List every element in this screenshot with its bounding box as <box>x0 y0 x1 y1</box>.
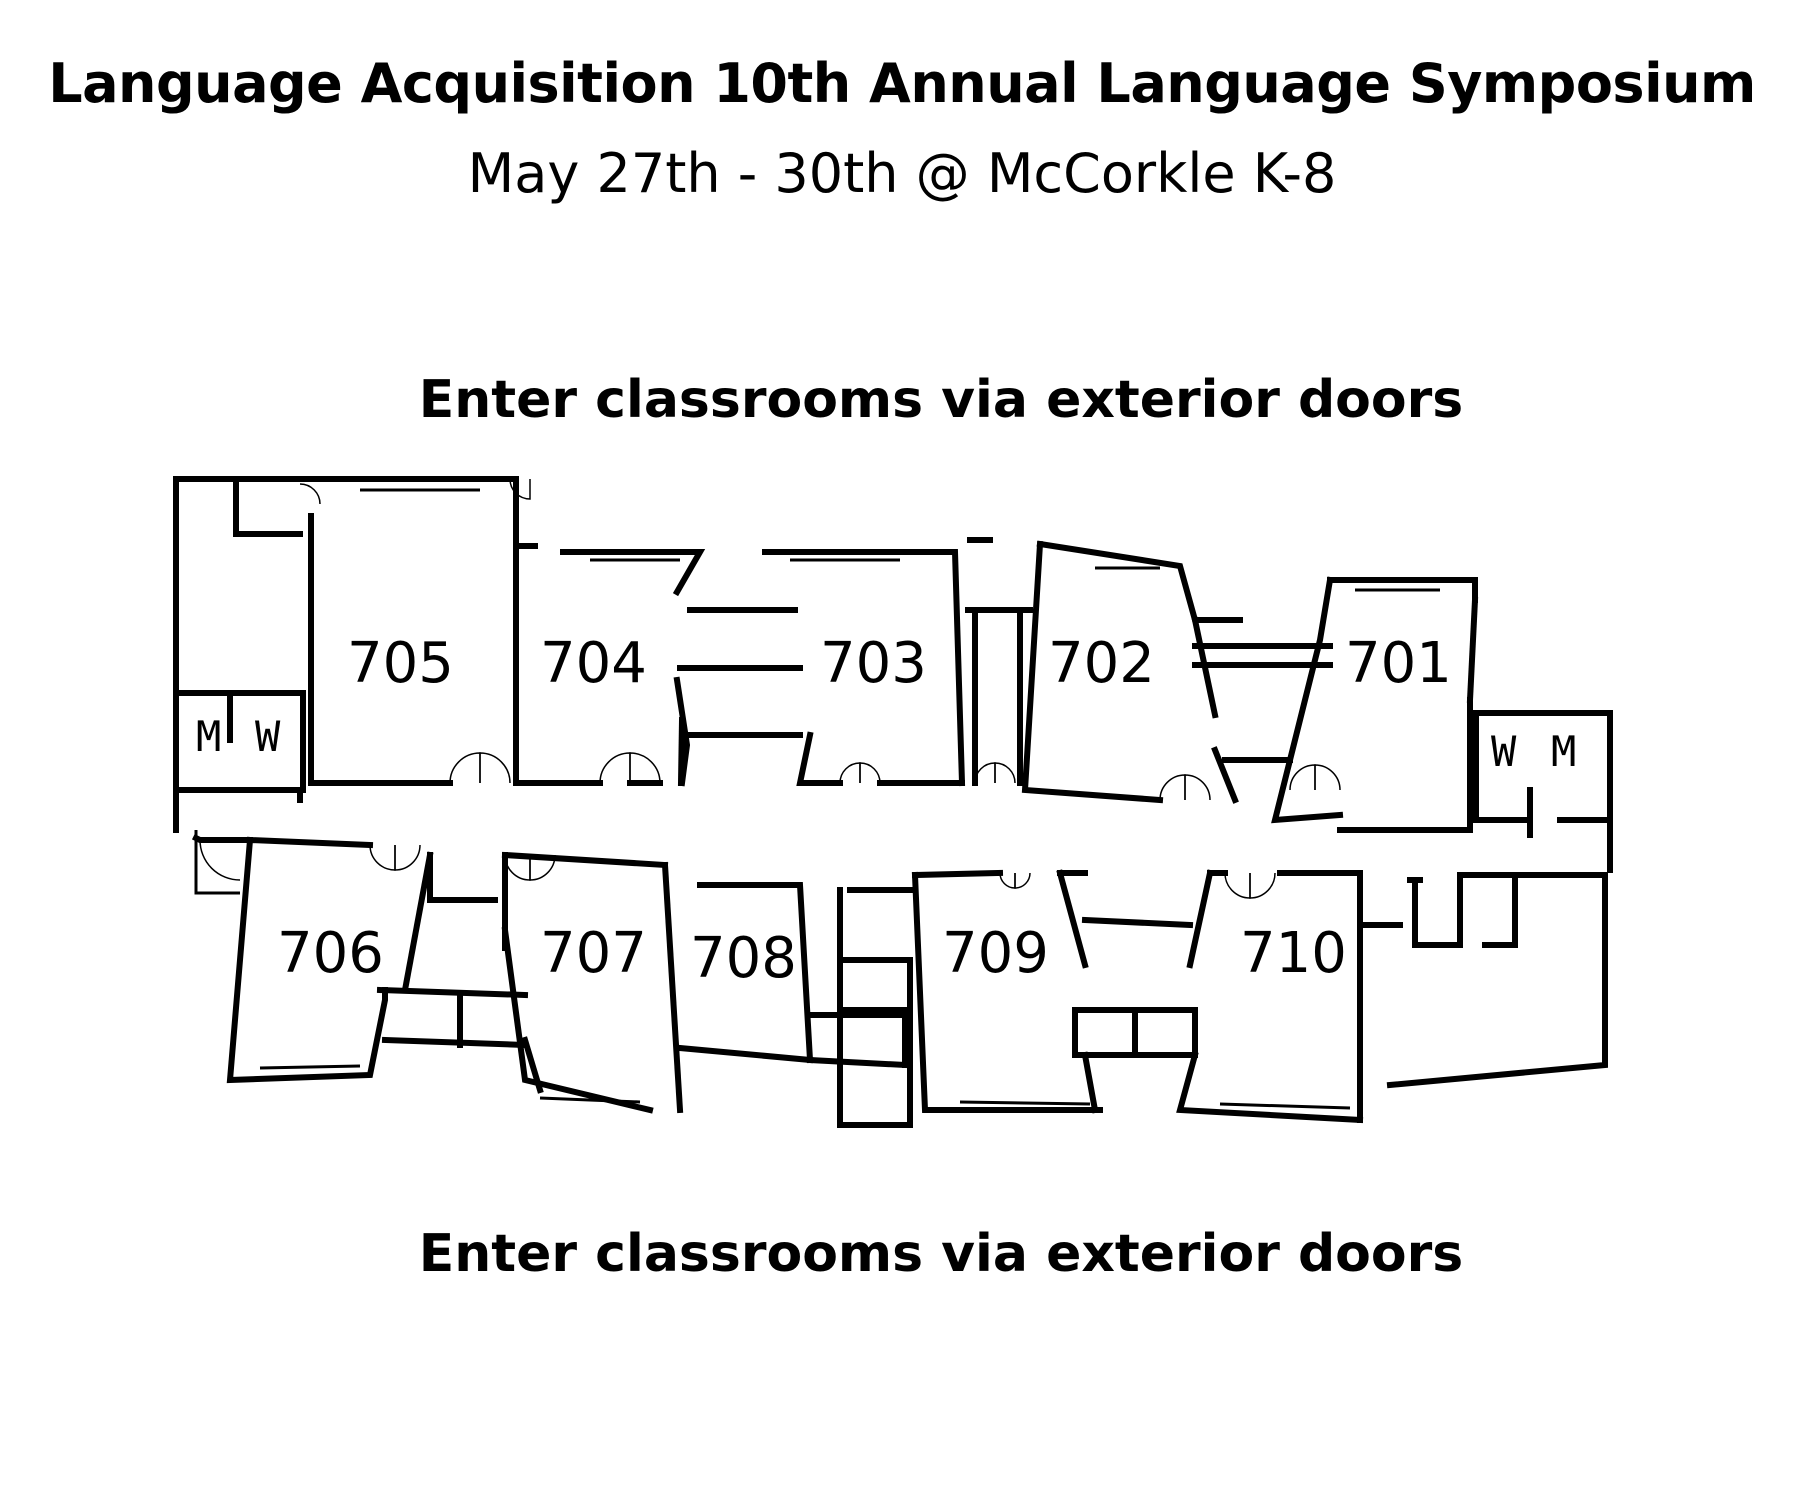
room-708-label: 708 <box>690 926 797 991</box>
building-walls <box>173 476 1613 1128</box>
room-710-label: 710 <box>1240 921 1347 986</box>
restroom-left-men-label: M <box>196 712 221 761</box>
room-704-label: 704 <box>540 631 647 696</box>
restroom-left-women-label: W <box>255 712 281 761</box>
room-707-label: 707 <box>540 921 647 986</box>
room-706-label: 706 <box>277 921 384 986</box>
entry-notice-top: Enter classrooms via exterior doors <box>418 370 1464 430</box>
event-dates: May 27th - 30th @ McCorkle K-8 <box>467 142 1337 205</box>
room-labels: 705 704 703 702 701 706 707 708 709 710 <box>277 631 1452 991</box>
room-701-label: 701 <box>1345 631 1452 696</box>
door-swings <box>199 478 1341 899</box>
room-702-label: 702 <box>1048 631 1155 696</box>
room-703-label: 703 <box>820 631 927 696</box>
restroom-right-men-label: M <box>1551 727 1576 776</box>
restroom-labels: M W W M <box>196 712 1576 776</box>
restroom-right-women-label: W <box>1491 727 1517 776</box>
room-709-label: 709 <box>942 921 1049 986</box>
page-title: Language Acquisition 10th Annual Languag… <box>48 52 1756 115</box>
room-705-label: 705 <box>347 631 454 696</box>
entry-notice-bottom: Enter classrooms via exterior doors <box>418 1224 1464 1284</box>
